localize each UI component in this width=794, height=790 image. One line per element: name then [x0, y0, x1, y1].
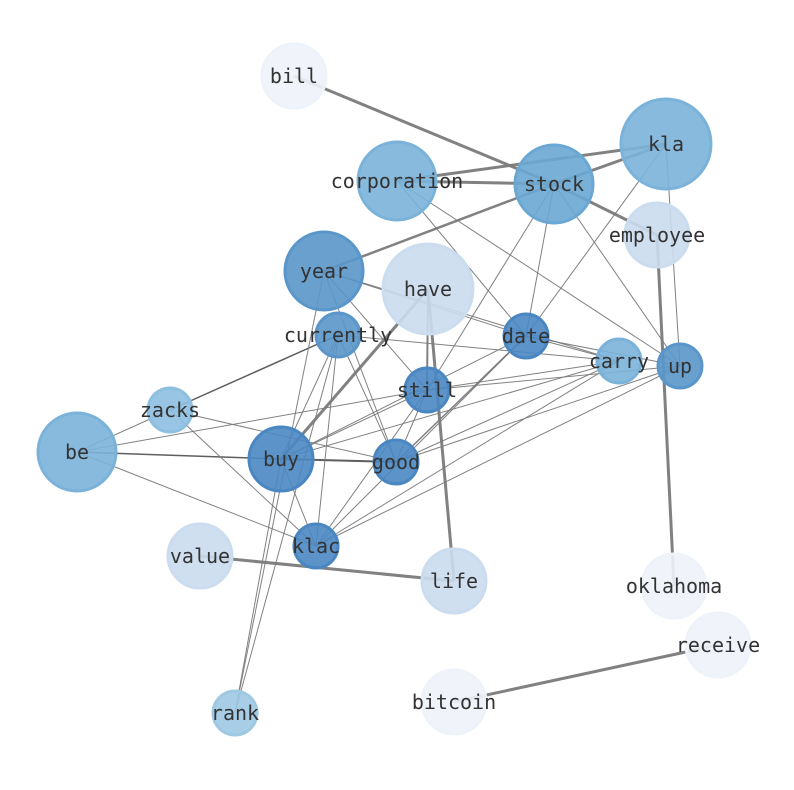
node-circle[interactable]	[36, 411, 118, 493]
node-label: bill	[270, 64, 318, 88]
node-circle[interactable]	[260, 42, 328, 110]
node-rank[interactable]: rank	[211, 689, 259, 737]
edge-currently-rank	[234, 334, 339, 714]
node-circle[interactable]	[513, 143, 595, 225]
edge-carry-buy	[280, 360, 620, 460]
node-label: date	[502, 324, 550, 348]
node-circle[interactable]	[146, 386, 194, 434]
node-life[interactable]: life	[420, 547, 488, 615]
edge-currently-klac	[315, 334, 339, 547]
node-label: stock	[524, 172, 584, 196]
node-label: year	[300, 259, 348, 283]
node-currently[interactable]: currently	[284, 311, 392, 359]
node-label: carry	[589, 349, 649, 373]
edge-be-klac	[76, 451, 317, 547]
edge-year-stock	[323, 182, 555, 273]
node-good[interactable]: good	[372, 438, 420, 486]
node-circle[interactable]	[356, 140, 438, 222]
node-bitcoin[interactable]: bitcoin	[412, 668, 496, 736]
node-circle[interactable]	[372, 438, 420, 486]
node-label: kla	[648, 132, 684, 156]
edge-date-klac	[315, 335, 527, 547]
node-circle[interactable]	[656, 342, 704, 390]
node-circle[interactable]	[314, 311, 362, 359]
node-label: zacks	[140, 398, 200, 422]
node-corporation[interactable]: corporation	[331, 140, 463, 222]
node-label: receive	[676, 633, 760, 657]
node-have[interactable]: have	[381, 242, 475, 336]
node-stock[interactable]: stock	[513, 143, 595, 225]
node-receive[interactable]: receive	[676, 611, 760, 679]
edge-buy-rank	[234, 458, 282, 714]
node-circle[interactable]	[640, 552, 708, 620]
edge-currently-carry	[337, 334, 620, 362]
node-label: still	[397, 378, 457, 402]
node-date[interactable]: date	[502, 312, 550, 360]
node-value[interactable]: value	[166, 522, 234, 590]
node-circle[interactable]	[623, 201, 691, 269]
node-klac[interactable]: klac	[292, 522, 340, 570]
edge-still-klac	[315, 389, 428, 547]
node-circle[interactable]	[283, 230, 365, 312]
node-oklahoma[interactable]: oklahoma	[626, 552, 722, 620]
edge-employee-oklahoma	[655, 234, 676, 587]
node-year[interactable]: year	[283, 230, 365, 312]
node-label: buy	[263, 447, 299, 471]
node-circle[interactable]	[502, 312, 550, 360]
node-kla[interactable]: kla	[619, 97, 713, 191]
node-label: employee	[609, 223, 705, 247]
node-label: have	[404, 277, 452, 301]
node-bill[interactable]: bill	[260, 42, 328, 110]
node-buy[interactable]: buy	[247, 425, 315, 493]
node-up[interactable]: up	[656, 342, 704, 390]
node-circle[interactable]	[403, 366, 451, 414]
node-employee[interactable]: employee	[609, 201, 705, 269]
edge-have-life	[426, 288, 456, 582]
node-circle[interactable]	[247, 425, 315, 493]
node-circle[interactable]	[684, 611, 752, 679]
node-circle[interactable]	[211, 689, 259, 737]
node-label: rank	[211, 701, 259, 725]
edge-year-carry	[323, 270, 620, 362]
edge-corporation-up	[396, 180, 681, 367]
node-label: oklahoma	[626, 574, 722, 598]
edge-carry-good	[395, 360, 620, 463]
edge-carry-klac	[315, 360, 620, 547]
edge-zacks-currently	[169, 334, 339, 411]
edge-up-klac	[315, 365, 681, 547]
edge-still-carry	[426, 360, 620, 391]
node-zacks[interactable]: zacks	[140, 386, 200, 434]
node-carry[interactable]: carry	[589, 337, 649, 385]
edge-zacks-klac	[169, 409, 317, 547]
node-label: good	[372, 450, 420, 474]
node-label: life	[430, 569, 478, 593]
node-label: currently	[284, 323, 392, 347]
edge-bitcoin-receive	[453, 643, 719, 704]
node-label: value	[170, 544, 230, 568]
node-be[interactable]: be	[36, 411, 118, 493]
node-circle[interactable]	[292, 522, 340, 570]
edge-up-good	[395, 365, 681, 463]
edge-date-buy	[280, 335, 527, 460]
node-circle[interactable]	[420, 668, 488, 736]
edge-value-life	[199, 554, 455, 583]
edge-still-be	[76, 389, 428, 453]
node-circle[interactable]	[381, 242, 475, 336]
node-label: bitcoin	[412, 690, 496, 714]
node-label: corporation	[331, 169, 463, 193]
node-label: be	[65, 440, 89, 464]
node-label: up	[668, 354, 692, 378]
node-circle[interactable]	[166, 522, 234, 590]
node-still[interactable]: still	[397, 366, 457, 414]
node-circle[interactable]	[420, 547, 488, 615]
node-label: klac	[292, 534, 340, 558]
node-circle[interactable]	[595, 337, 643, 385]
node-circle[interactable]	[619, 97, 713, 191]
